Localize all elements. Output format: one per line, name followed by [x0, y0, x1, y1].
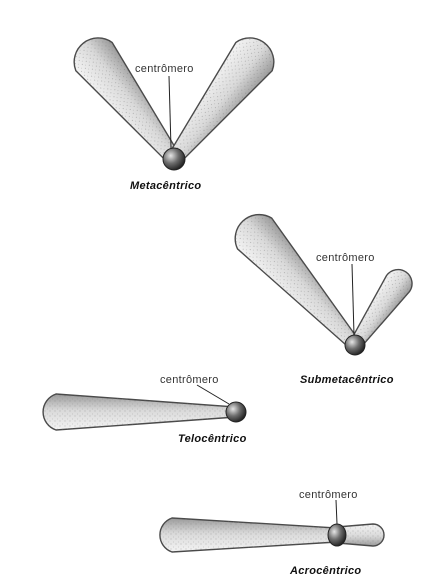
submetacentric-centromere-label: centrômero — [316, 252, 375, 264]
telocentric-chromosome: centrômero Telocêntrico — [43, 374, 247, 445]
submetacentric-centromere-leader — [352, 264, 354, 335]
acrocentric-type-label: Acrocêntrico — [289, 565, 361, 577]
submetacentric-centromere — [345, 335, 365, 355]
submetacentric-chromosome: centrômero Submetacêntrico — [226, 205, 417, 386]
acrocentric-centromere-label: centrômero — [299, 489, 358, 501]
telocentric-arm — [43, 394, 236, 430]
submetacentric-type-label: Submetacêntrico — [300, 374, 394, 386]
acrocentric-long-arm — [160, 518, 337, 552]
metacentric-chromosome: centrômero Metacêntrico — [65, 29, 282, 192]
telocentric-centromere-label: centrômero — [160, 374, 219, 386]
telocentric-centromere — [226, 402, 246, 422]
acrocentric-chromosome: centrômero Acrocêntrico — [160, 489, 384, 577]
telocentric-type-label: Telocêntrico — [178, 433, 247, 445]
metacentric-type-label: Metacêntrico — [130, 180, 201, 192]
metacentric-centromere-label: centrômero — [135, 63, 194, 75]
acrocentric-centromere-leader — [336, 500, 337, 524]
acrocentric-centromere — [328, 524, 346, 546]
metacentric-centromere — [163, 148, 185, 170]
telocentric-centromere-leader — [197, 385, 229, 404]
